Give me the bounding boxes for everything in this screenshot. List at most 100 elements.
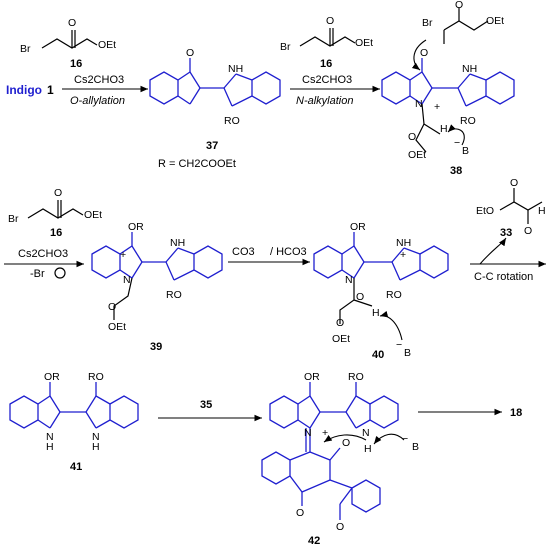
n-atom-41-left: N [46,431,54,443]
o-atom-37: O [186,47,194,59]
reagent-16-structure-b [299,28,356,47]
compound-37-label: 37 [206,140,218,152]
or-atom-42: OR [304,371,320,383]
o-atom-38-top: O [455,0,463,11]
oet-atom-c: OEt [84,209,102,221]
compound-41-structure [9,382,139,429]
o-atom-33-top: O [510,177,518,189]
n-atom-41-right: N [92,431,100,443]
compound-37-structure [149,58,281,107]
o-atom-38-ester: O [408,131,416,143]
ro-atom-38: RO [460,115,476,127]
reagent-16-structure-c [27,200,84,219]
o-atom-a: O [68,17,76,29]
reagent-16-label-c: 16 [50,227,62,239]
o-atom-40-ester: O [336,317,344,329]
compound-42-structure [261,382,399,520]
o-atom-42-b: O [296,507,304,519]
h-atom-42: H [364,443,372,455]
n-alkylation-label: N-alkylation [296,95,353,107]
or-atom-39: OR [128,221,144,233]
leaving-group-label: -Br [30,268,45,280]
reagent-16-label-b: 16 [320,58,332,70]
oet-atom-b: OEt [355,37,373,49]
oet-atom-39: OEt [108,321,126,333]
base-b-38: B [462,145,469,157]
ro-atom-41: RO [88,371,104,383]
r-definition: R = CH2COOEt [158,158,236,170]
o-atom-b: O [326,15,334,27]
o-atom-42-a: O [342,437,350,449]
oet-atom-a: OEt [98,39,116,51]
plus-charge-38: + [434,101,440,113]
h-atom-33: H [538,205,546,217]
o-atom-39: O [108,301,116,313]
o-allylation-label: O-allylation [70,95,125,107]
cc-rotation-label: C-C rotation [474,271,533,283]
compound-42-label: 42 [308,535,320,547]
eto-atom-33: EtO [476,205,494,217]
compound-38-structure [381,8,515,153]
nh-atom-40: NH [396,237,411,249]
or-atom-40: OR [350,221,366,233]
byproduct-33-label: 33 [500,227,512,239]
byproduct-33-structure [499,188,543,224]
br-atom-38: Br [422,17,433,29]
n-atom-42: N [304,427,312,439]
base-b-42: B [412,441,419,453]
o-atom-40: O [356,291,364,303]
br-atom-a: Br [20,43,31,55]
compound-39-label: 39 [150,341,162,353]
oet-atom-38: OEt [486,15,504,27]
plus-charge-42: + [322,427,328,439]
n-atom-40: N [345,274,353,286]
reagent-16-label-a: 16 [70,58,82,70]
indigo-number: 1 [47,83,54,97]
nh-atom-39: NH [170,237,185,249]
indigo-label: Indigo [6,83,42,97]
minus-charge-42: − [402,433,408,445]
minus-charge-38: − [454,137,460,149]
product-18-label: 18 [510,407,522,419]
carbonate-label: CO3 [232,246,255,258]
br-atom-b: Br [280,41,291,53]
o-atom-33-bottom: O [524,225,532,237]
or-atom-41: OR [44,371,60,383]
ro-atom-39: RO [166,289,182,301]
n-atom-42-right: N [362,427,370,439]
n-atom-38: N [415,98,423,110]
plus-charge-39: + [120,249,126,261]
compound-41-label: 41 [70,461,82,473]
oet-atom-38-ester: OEt [408,149,426,161]
plus-charge-40: + [400,249,406,261]
o-atom-c: O [54,187,62,199]
base-label-2: Cs2CHO3 [302,74,352,86]
compound-40-structure [313,232,449,324]
base-label-3: Cs2CHO3 [18,248,68,260]
ro-atom-40: RO [386,289,402,301]
nh-atom-38: NH [462,63,477,75]
minus-charge-40: − [396,339,402,351]
ro-atom-37: RO [224,115,240,127]
reagent-16-structure-a [41,30,98,49]
h-atom-38: H [440,123,448,135]
ro-atom-42: RO [348,371,364,383]
oet-atom-40: OEt [332,333,350,345]
h-atom-40: H [372,307,380,319]
base-b-40: B [404,347,411,359]
compound-38-label: 38 [450,165,462,177]
compound-39-structure [91,232,223,320]
o-atom-42-c: O [336,521,344,533]
nh-atom-37: NH [228,63,243,75]
h-atom-41-left: H [46,441,54,453]
h-atom-41-right: H [92,441,100,453]
base-label-1: Cs2CHO3 [74,74,124,86]
compound-40-label: 40 [372,349,384,361]
reagent-35-label: 35 [200,399,212,411]
o-atom-38: O [420,47,428,59]
br-atom-c: Br [8,213,19,225]
n-atom-39: N [123,274,131,286]
bicarbonate-label: / HCO3 [270,246,307,258]
